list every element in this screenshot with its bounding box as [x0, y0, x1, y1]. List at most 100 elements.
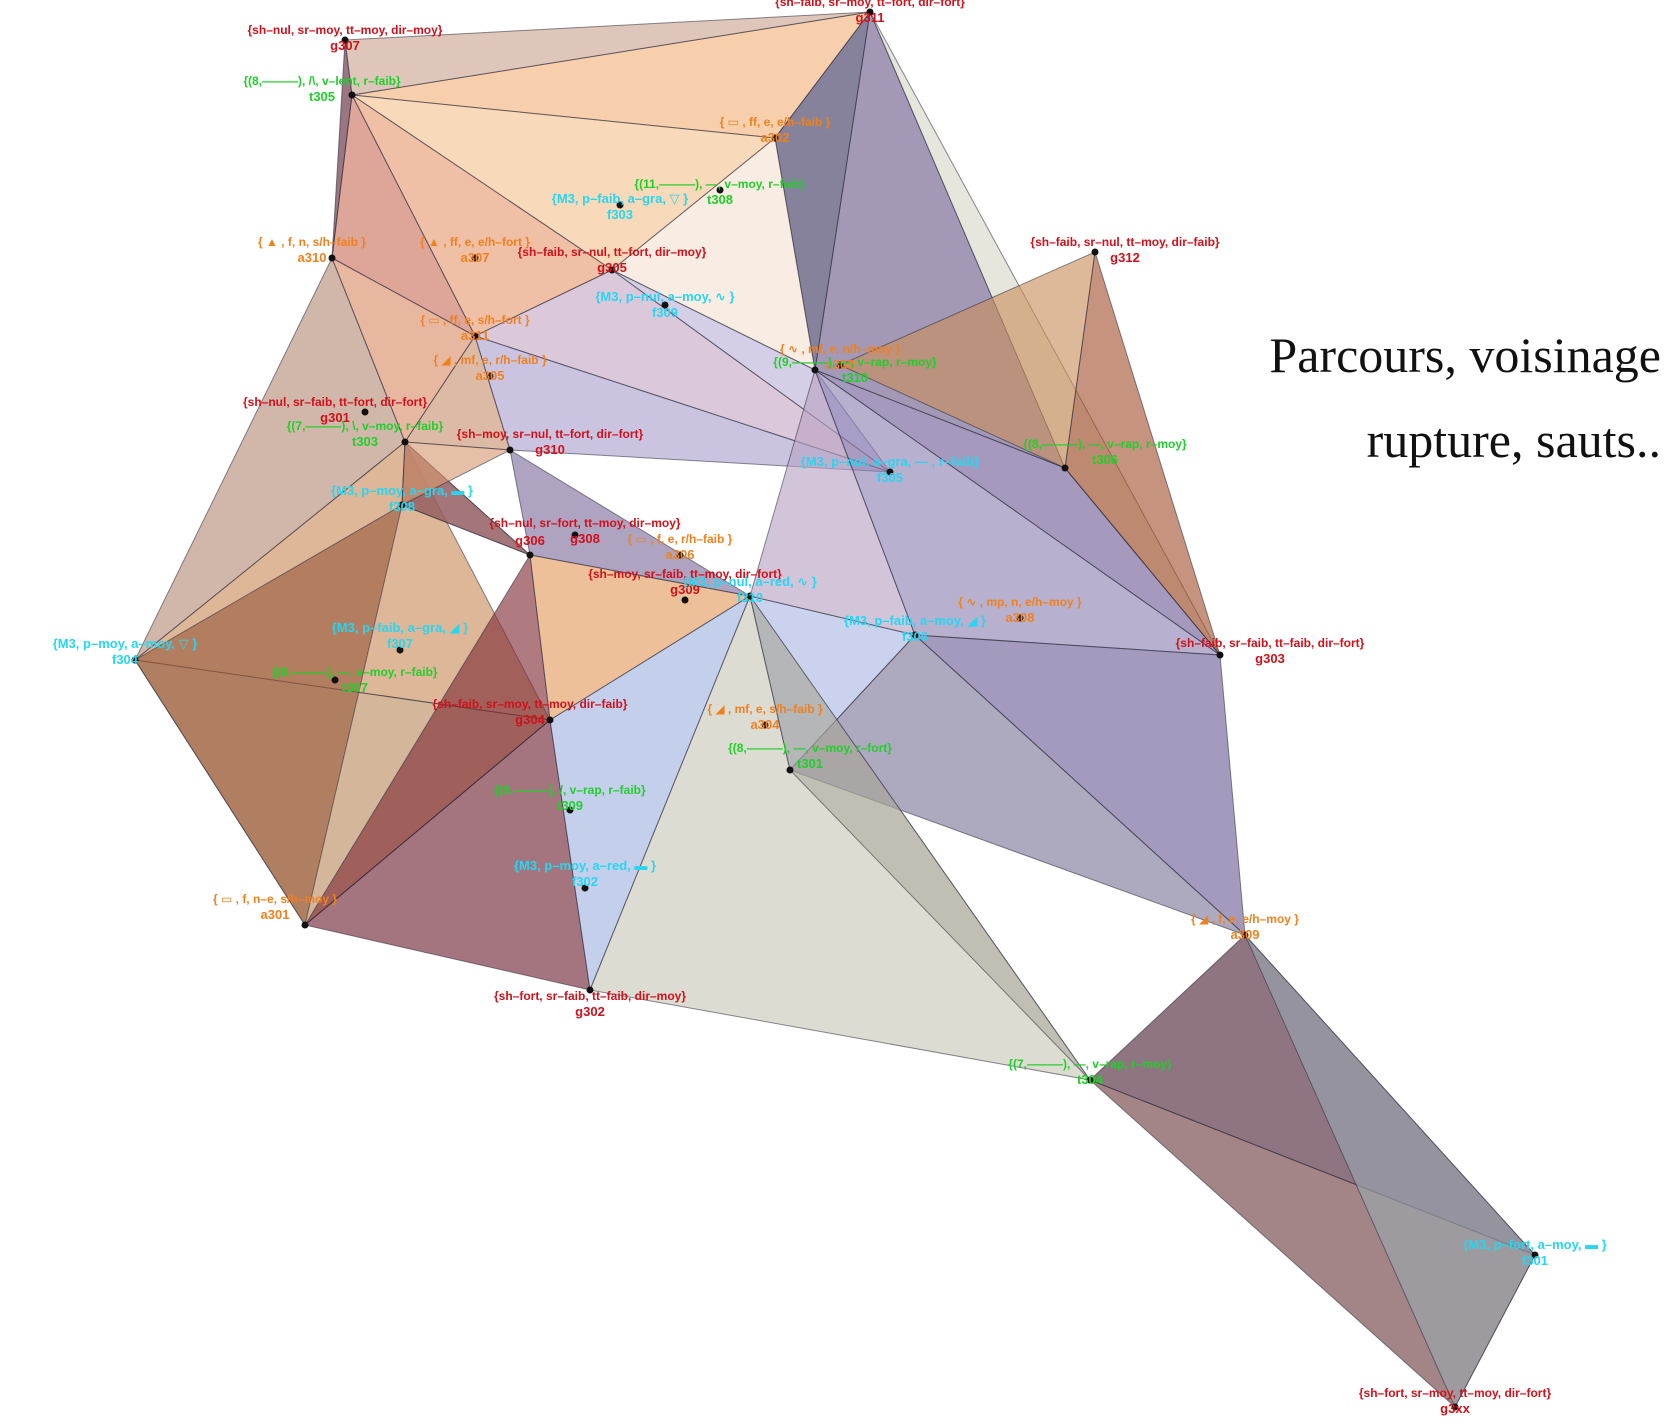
vertex-descriptor-label: {sh–nul, sr–fort, tt–moy, dir–moy} [489, 516, 680, 530]
vertex-dot [716, 186, 724, 194]
vertex-descriptor-label: {M3, p–fort, a–moy, ▬ } [1463, 1237, 1607, 1252]
vertex-dot [486, 372, 494, 380]
vertex-dot [331, 676, 339, 684]
vertex-descriptor-label: {M3, p–moy, a–gra, ▬ } [331, 483, 473, 498]
vertex-dot [361, 408, 369, 416]
vertex-descriptor-label: {M3, p–faib, a–moy, ◢ } [844, 613, 986, 628]
simplex-triangle [1244, 934, 1536, 1409]
vertex-id-label: f308 [389, 499, 415, 514]
vertex-id-label: g312 [1110, 250, 1140, 265]
vertex-descriptor-label: {sh–nul, sr–faib, tt–fort, dir–fort} [243, 395, 427, 409]
vertex-dot [571, 531, 579, 539]
vertex-dot [401, 438, 409, 446]
node-a311: { ▭ , ff, e, s/h–fort }a311 [420, 313, 530, 343]
vertex-descriptor-label: {M3, p–faib, a–gra, ▽ } [552, 191, 688, 206]
vertex-dot [471, 332, 479, 340]
vertex-descriptor-label: {M3, p–nul, a–moy, ∿ } [595, 289, 734, 304]
vertex-id-label: a308 [1006, 610, 1035, 625]
vertex-dot [471, 254, 479, 262]
vertex-descriptor-label: { ▭ , f, n–e, s/h–moy } [213, 892, 337, 906]
vertex-id-label: a306 [666, 547, 695, 562]
vertex-id-label: g302 [575, 1004, 605, 1019]
vertex-id-label: t307 [342, 680, 368, 695]
node-f305: {M3, p–nul, a–gra, — , r–faib}f305 [801, 454, 979, 485]
vertex-descriptor-label: {sh–faib, sr–nul, tt–fort, dir–moy} [518, 245, 707, 259]
vertex-id-label: g303 [1255, 651, 1285, 666]
node-a305: { ◢ , mf, e, r/h–faib }a305 [433, 353, 547, 383]
node-a303: { ∿ , mf, e, n/h–moy }a303 [780, 342, 900, 372]
vertex-id-label: a301 [261, 907, 290, 922]
simplex-triangle [344, 11, 871, 96]
vertex-id-label: g311 [856, 10, 885, 25]
vertex-id-label: g306 [515, 533, 545, 548]
vertex-id-label: a304 [751, 717, 781, 732]
vertex-dot [771, 134, 779, 142]
node-f302: {M3, p–moy, a–red, ▬ }f302 [514, 858, 656, 892]
node-a301: { ▭ , f, n–e, s/h–moy }a301 [213, 892, 337, 929]
vertex-descriptor-label: { ▭ , ff, e, s/h–fort } [420, 313, 530, 327]
vertex-descriptor-label: {(8,———), /\, v–lent, r–faib} [243, 74, 401, 88]
vertex-dot [301, 921, 309, 929]
vertex-descriptor-label: { ◢ , f, e, e/h–moy } [1191, 912, 1299, 926]
vertex-descriptor-label: {M3, p–faib, a–gra, ◢ } [332, 620, 468, 635]
vertex-dot [676, 551, 684, 559]
vertex-descriptor-label: { ▭ , f, e, r/h–faib } [628, 532, 733, 546]
vertex-descriptor-label: {sh–moy, sr–nul, tt–fort, dir–fort} [457, 427, 644, 441]
vertex-descriptor-label: {(8,———), —, v–moy, r–fort} [728, 741, 892, 755]
vertex-id-label: f302 [572, 874, 598, 889]
vertex-id-label: t301 [797, 756, 823, 771]
node-g306: g306 [515, 533, 545, 559]
vertex-id-label: t306 [1092, 452, 1118, 467]
node-t308: {(11,———), —, v–moy, r–faib}t308 [634, 177, 805, 207]
vertex-descriptor-label: { ◢ , mf, e, s/h–faib } [707, 702, 823, 716]
vertex-dot [581, 884, 589, 892]
vertex-dot [328, 254, 336, 262]
node-a308: { ∿ , mp, n, e/h–moy }a308 [958, 595, 1082, 625]
vertex-dot [866, 8, 874, 16]
node-t306: {(8,———), —, v–rap, r–moy}t306 [1023, 437, 1187, 472]
vertex-descriptor-label: { ◢ , mf, e, r/h–faib } [433, 353, 547, 367]
simplex-triangle [134, 503, 403, 927]
node-g303: {sh–faib, sr–faib, tt–faib, dir–fort}g30… [1176, 636, 1365, 666]
vertex-dot [546, 716, 554, 724]
vertex-dot [616, 201, 624, 209]
vertex-descriptor-label: {(7,———), \, v–moy, r–faib} [287, 419, 444, 433]
node-a306: { ▭ , f, e, r/h–faib }a306 [628, 532, 733, 562]
vertex-descriptor-label: {sh–fort, sr–moy, tt–moy, dir–fort} [1359, 1386, 1552, 1400]
node-a307: { ▲ , ff, e, e/h–fort }a307 [420, 235, 530, 265]
node-g301: {sh–nul, sr–faib, tt–fort, dir–fort}g301 [243, 395, 427, 425]
vertex-dot [341, 36, 349, 44]
simplex-triangle [749, 595, 1091, 1081]
vertex-id-label: a307 [461, 250, 490, 265]
vertex-descriptor-label: {sh–faib, sr–moy, tt–fort, dir–fort} [775, 0, 965, 9]
vertex-descriptor-label: {(9,———), /, v–rap, r–faib} [494, 783, 646, 797]
vertex-descriptor-label: {M3, p–moy, a–red, ▬ } [514, 858, 656, 873]
vertex-id-label: f304 [112, 652, 139, 667]
vertex-descriptor-label: {(8,———), —, v–moy, r–faib} [272, 665, 437, 679]
node-f301: {M3, p–fort, a–moy, ▬ }f301 [1463, 1237, 1607, 1268]
vertex-id-label: g309 [670, 582, 700, 597]
vertex-descriptor-label: {sh–fort, sr–faib, tt–faib, dir–moy} [494, 989, 686, 1003]
vertex-id-label: t310 [842, 370, 868, 385]
vertex-dot [681, 596, 689, 604]
vertex-id-label: g301 [320, 410, 350, 425]
vertex-id-label: t303 [352, 434, 378, 449]
vertex-dot [1061, 464, 1069, 472]
vertex-dot [746, 592, 754, 600]
node-g305: {sh–faib, sr–nul, tt–fort, dir–moy}g305 [518, 245, 707, 275]
vertex-descriptor-label: {(9,———), —, v–rap, r–moy} [773, 355, 937, 369]
vertex-id-label: g307 [330, 38, 360, 53]
node-t301: {(8,———), —, v–moy, r–fort}t301 [728, 741, 892, 774]
node-f310: {M3, p–nul, a–red, ∿ }f310 [683, 574, 817, 605]
vertex-id-label: a311 [461, 328, 489, 343]
vertex-id-label: f305 [877, 470, 903, 485]
vertex-descriptor-label: {sh–moy, sr–faib, tt–moy, dir–fort} [588, 567, 782, 581]
node-t304: {(7,———), —, v–rap, r–moy}t304 [1008, 1057, 1172, 1087]
vertex-dot [1016, 614, 1024, 622]
vertex-id-label: t308 [707, 192, 733, 207]
vertex-descriptor-label: {M3, p–nul, a–gra, — , r–faib} [801, 454, 979, 469]
vertex-id-label: f307 [387, 636, 413, 651]
node-f304: {M3, p–moy, a–moy, ▽ }f304 [53, 636, 198, 667]
vertex-descriptor-label: { ▲ , ff, e, e/h–fort } [420, 235, 530, 249]
